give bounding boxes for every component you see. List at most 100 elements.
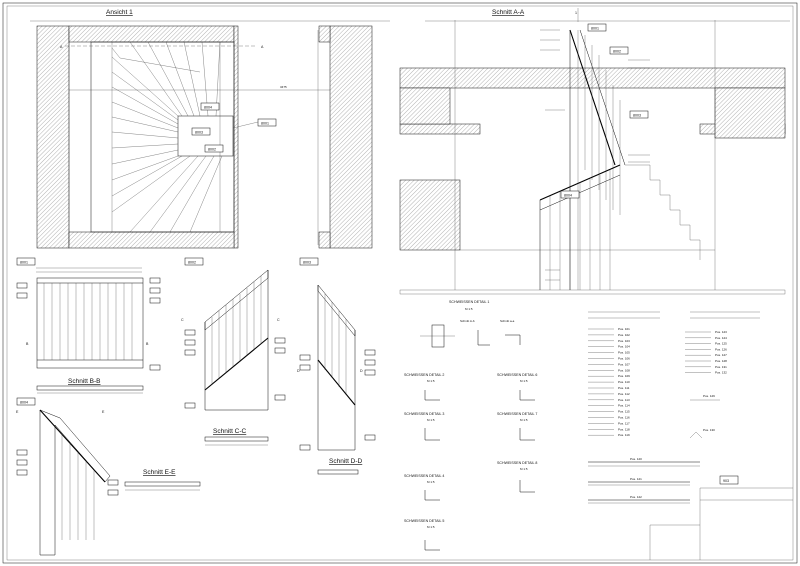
part-item: Pos. 125	[715, 342, 727, 346]
part-item: Pos. 118	[618, 427, 630, 431]
part-item: Pos. 107	[618, 362, 630, 366]
handrail-8003	[317, 284, 356, 337]
part-item: Pos. 126	[715, 347, 727, 351]
weld-detail-7-title: SCHWEISSEN DETAIL 7	[497, 412, 537, 416]
part-item: Pos. 111	[618, 386, 630, 390]
svg-text:C: C	[277, 318, 280, 322]
tag-8004-detail: 8004	[16, 397, 36, 406]
stair-landing	[177, 115, 234, 157]
svg-text:M 1:5: M 1:5	[427, 418, 435, 422]
weld-detail-3-title: SCHWEISSEN DETAIL 3	[404, 412, 444, 416]
stringer-8004	[39, 409, 111, 556]
svg-text:M 1:5: M 1:5	[520, 467, 528, 471]
svg-text:B: B	[26, 342, 29, 346]
view-schnitt-cc: 8002 C C Schnitt C-C	[181, 257, 286, 446]
tag-8003-detail: 8003	[299, 257, 319, 266]
part-120: Pos. 120	[630, 457, 642, 461]
part-item: Pos. 101	[618, 327, 630, 331]
part-121: Pos. 121	[630, 477, 642, 481]
tag-8001-section: 8001	[587, 23, 607, 32]
tag-8004-section: 8004	[560, 190, 580, 199]
svg-text:8001: 8001	[261, 122, 269, 126]
svg-text:8004: 8004	[20, 401, 28, 405]
part-item: Pos. 106	[618, 357, 630, 361]
svg-text:Schnitt a-a: Schnitt a-a	[500, 319, 515, 323]
view-title-schnitt-bb: Schnitt B-B	[68, 378, 101, 385]
wall-top	[68, 25, 235, 43]
part-item: Pos. 124	[715, 336, 727, 340]
view-title-ansicht-1: Ansicht 1	[106, 9, 133, 16]
svg-text:E: E	[102, 410, 105, 414]
weld-detail-6-title: SCHWEISSEN DETAIL 6	[497, 373, 537, 377]
svg-text:M 1:5: M 1:5	[427, 480, 435, 484]
svg-text:M 1:5: M 1:5	[520, 418, 528, 422]
part-item: Pos. 131	[715, 365, 727, 369]
svg-text:E: E	[16, 410, 19, 414]
svg-text:8002: 8002	[208, 148, 216, 152]
svg-text:B: B	[146, 342, 149, 346]
part-item: Pos. 102	[618, 333, 630, 337]
railing-bars-8004	[61, 434, 95, 540]
part-item: Pos. 105	[618, 351, 630, 355]
weld-detail-8-title: SCHWEISSEN DETAIL 8	[497, 461, 537, 465]
part-item: Pos. 119	[618, 433, 630, 437]
tag-8003-plan: 8003	[191, 127, 211, 136]
part-129: Pos. 129	[703, 394, 715, 398]
part-item: Pos. 104	[618, 345, 630, 349]
view-title-schnitt-dd: Schnitt D-D	[329, 458, 363, 465]
svg-text:8001: 8001	[591, 27, 599, 31]
svg-text:A: A	[261, 45, 264, 49]
weld-detail-4-title: SCHWEISSEN DETAIL 4	[404, 474, 444, 478]
svg-text:3475: 3475	[280, 85, 287, 89]
wall-left	[36, 25, 70, 249]
view-schnitt-ee: 8004 E E Schnitt E-E	[16, 397, 201, 556]
floor-slab-upper	[399, 67, 786, 89]
railing-bars-8001	[43, 283, 133, 360]
part-item: Pos. 117	[618, 421, 630, 425]
svg-text:D: D	[297, 369, 300, 373]
weld-detail-2-title: SCHWEISSEN DETAIL 2	[404, 373, 444, 377]
weld-detail-1-title: SCHWEISSEN DETAIL 1	[449, 300, 489, 304]
stair-balusters-upper	[584, 35, 621, 215]
weld-detail-5-title: SCHWEISSEN DETAIL 5	[404, 519, 444, 523]
view-title-schnitt-cc: Schnitt C-C	[213, 428, 247, 435]
svg-text:1: 1	[575, 11, 577, 15]
tag-8001-plan: 8001	[257, 118, 277, 127]
svg-text:M 1:5: M 1:5	[520, 379, 528, 383]
part-item: Pos. 110	[618, 380, 630, 384]
tag-8001-detail: 8001	[16, 257, 36, 266]
stair-treads	[111, 41, 223, 233]
part-item: Pos. 103	[618, 339, 630, 343]
part-item: Pos. 113	[618, 398, 630, 402]
railing-bars-8003	[324, 294, 347, 395]
tag-8003-section: 8003	[629, 110, 649, 119]
part-130: Pos. 130	[703, 428, 715, 432]
handrail-8002	[204, 269, 269, 331]
view-schnitt-dd: 8003 D D Schnitt D-D	[297, 257, 376, 475]
svg-text:C: C	[181, 318, 184, 322]
part-122: Pos. 122	[630, 495, 642, 499]
svg-text:8002: 8002	[613, 50, 621, 54]
stair-plan-outline	[90, 41, 235, 233]
svg-text:Schnitt A-b: Schnitt A-b	[460, 319, 475, 323]
tag-8004-plan: 8004	[200, 102, 220, 111]
part-item: Pos. 116	[618, 416, 630, 420]
stair-balusters-lower	[549, 170, 611, 290]
tag-8002-plan: 8002	[204, 144, 224, 153]
view-title-schnitt-aa: Schnitt A-A	[492, 9, 525, 16]
svg-text:8003: 8003	[195, 131, 203, 135]
svg-text:M 1:5: M 1:5	[427, 525, 435, 529]
svg-text:A: A	[60, 45, 63, 49]
tread-profile	[625, 164, 701, 260]
part-item: Pos. 112	[618, 392, 630, 396]
svg-text:8003: 8003	[303, 261, 311, 265]
tag-8002-section: 8002	[609, 46, 629, 55]
part-item: Pos. 109	[618, 374, 630, 378]
svg-text:M 1:5: M 1:5	[427, 379, 435, 383]
wall-right	[329, 25, 373, 249]
svg-text:8003: 8003	[633, 114, 641, 118]
part-item: Pos. 114	[618, 404, 630, 408]
wall-bottom	[68, 231, 235, 249]
